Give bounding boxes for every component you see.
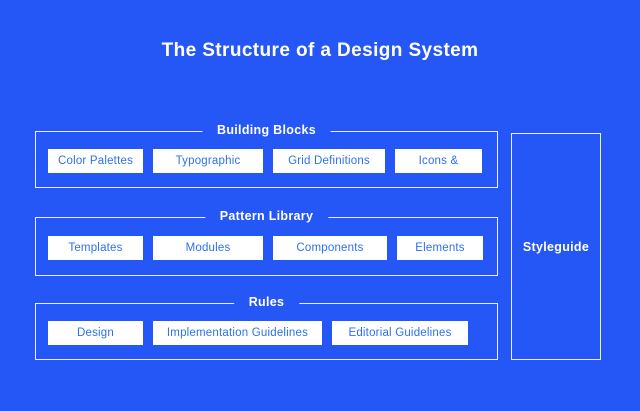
box-color-palettes: Color Palettes — [48, 149, 143, 173]
box-grid-definitions: Grid Definitions — [273, 149, 385, 173]
box-icons: Icons & — [395, 149, 482, 173]
styleguide-box: Styleguide — [511, 133, 601, 360]
section-pattern-library-label: Pattern Library — [204, 208, 329, 225]
box-typographic: Typographic — [153, 149, 263, 173]
box-design: Design — [48, 321, 143, 345]
styleguide-label: Styleguide — [522, 239, 590, 254]
section-building-blocks-label: Building Blocks — [202, 122, 331, 139]
box-modules: Modules — [153, 236, 263, 260]
section-rules-label: Rules — [233, 294, 300, 311]
building-blocks-row: Color Palettes Typographic Grid Definiti… — [48, 149, 482, 173]
rules-row: Design Implementation Guidelines Editori… — [48, 321, 468, 345]
diagram-title: The Structure of a Design System — [161, 40, 479, 61]
box-implementation-guidelines: Implementation Guidelines — [153, 321, 322, 345]
box-elements: Elements — [397, 236, 483, 260]
box-components: Components — [273, 236, 387, 260]
section-pattern-library: Pattern Library Templates Modules Compon… — [35, 208, 498, 276]
pattern-library-row: Templates Modules Components Elements — [48, 236, 483, 260]
section-building-blocks: Building Blocks Color Palettes Typograph… — [35, 122, 498, 188]
section-rules: Rules Design Implementation Guidelines E… — [35, 294, 498, 360]
box-templates: Templates — [48, 236, 143, 260]
box-editorial-guidelines: Editorial Guidelines — [332, 321, 468, 345]
